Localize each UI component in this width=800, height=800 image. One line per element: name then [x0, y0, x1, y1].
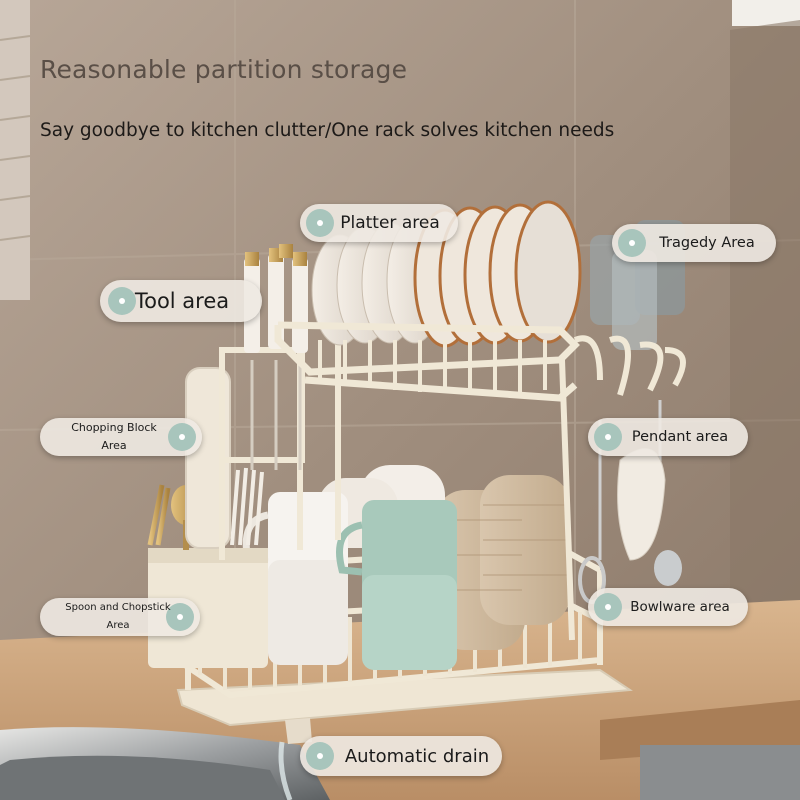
upper-rack [274, 321, 580, 402]
page-title: Reasonable partition storage [40, 55, 408, 84]
marker-icon [168, 423, 196, 451]
tool-area-label: Tool area [100, 280, 262, 322]
pendant-area-label: Pendant area [588, 418, 748, 456]
marker-icon [108, 287, 136, 315]
tragedy-area-label: Tragedy Area [612, 224, 776, 262]
platter-area-text: Platter area [340, 213, 440, 233]
page-subtitle: Say goodbye to kitchen clutter/One rack … [40, 120, 615, 141]
bowlware-area-label: Bowlware area [588, 588, 748, 626]
marker-icon [166, 603, 194, 631]
window-blinds [0, 0, 31, 300]
spoon-chopstick-area-label: Spoon and Chopstick Area [40, 598, 200, 636]
marker-icon [594, 593, 622, 621]
marker-icon [618, 229, 646, 257]
chopping-block-area-label: Chopping Block Area [40, 418, 202, 456]
automatic-drain-text: Automatic drain [344, 745, 490, 767]
mugs [242, 492, 457, 670]
side-wall [730, 20, 800, 640]
drip-spout [285, 718, 312, 744]
chopping-block-area-text: Chopping Block Area [71, 421, 157, 452]
platter-area-label: Platter area [300, 204, 458, 242]
tragedy-area-text: Tragedy Area [659, 235, 755, 251]
automatic-drain-label: Automatic drain [300, 736, 502, 776]
plates [311, 200, 582, 348]
tool-area-text: Tool area [134, 289, 230, 313]
pendant-area-text: Pendant area [631, 429, 729, 445]
marker-icon [594, 423, 622, 451]
spoon-chopstick-area-text: Spoon and Chopstick Area [65, 602, 171, 631]
lower-cabinet [640, 745, 800, 800]
sink-basin [0, 755, 285, 800]
marker-icon [306, 742, 334, 770]
drain-water [278, 741, 293, 800]
bowlware-area-text: Bowlware area [630, 599, 730, 615]
marker-icon [306, 209, 334, 237]
drip-tray [176, 668, 633, 727]
